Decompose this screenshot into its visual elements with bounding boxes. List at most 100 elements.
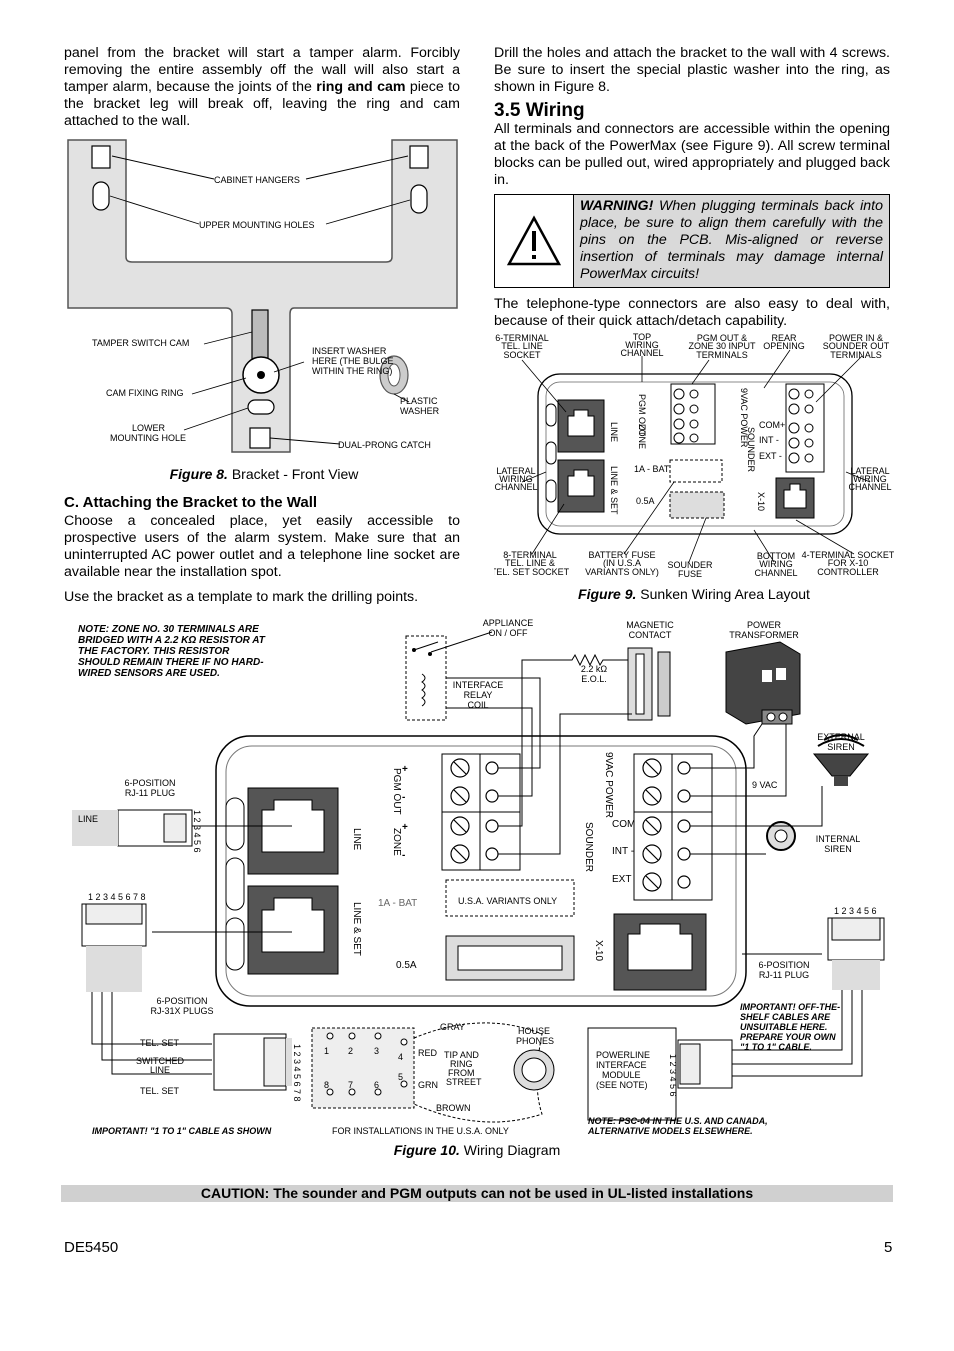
right-upper-hole-icon <box>410 184 428 214</box>
svg-text:8-TERMINAL: 8-TERMINAL <box>503 550 557 560</box>
zone-note: NOTE: ZONE NO. 30 TERMINALS ARE BRIDGED … <box>78 624 266 679</box>
label-plastic-washer: PLASTIC <box>400 396 438 406</box>
svg-text:TIP AND: TIP AND <box>444 1050 479 1060</box>
svg-text:STREET: STREET <box>446 1077 482 1087</box>
svg-text:NOTE: PSC-04 IN THE U.S. AND C: NOTE: PSC-04 IN THE U.S. AND CANADA, <box>588 1116 768 1126</box>
label-cam-ring: CAM FIXING RING <box>106 388 184 398</box>
svg-text:CHANNEL: CHANNEL <box>848 482 891 492</box>
lower-hole-icon <box>247 399 275 415</box>
external-siren-icon <box>812 734 870 786</box>
svg-text:EXTERNAL: EXTERNAL <box>817 732 865 742</box>
svg-text:X-10: X-10 <box>593 940 604 962</box>
left-hanger-icon <box>91 145 111 169</box>
label-tamper-cam: TAMPER SWITCH CAM <box>92 338 189 348</box>
left-column-top: panel from the bracket will start a tamp… <box>64 45 460 138</box>
svg-text:"1 TO 1" CABLE.: "1 TO 1" CABLE. <box>740 1042 812 1052</box>
rj31x-plug-bottom <box>213 1033 292 1091</box>
svg-text:(IN U.S.A: (IN U.S.A <box>603 558 641 568</box>
rj11-plug-bottom-right <box>677 1039 733 1089</box>
svg-text:POWERLINE: POWERLINE <box>596 1050 650 1060</box>
catch-icon <box>249 427 271 449</box>
svg-text:SOUNDER: SOUNDER <box>667 560 713 570</box>
svg-text:6-POSITION: 6-POSITION <box>124 778 175 788</box>
svg-text:LINE: LINE <box>351 828 362 851</box>
svg-text:MAGNETIC: MAGNETIC <box>626 620 674 630</box>
svg-text:2: 2 <box>348 1046 353 1056</box>
svg-text:9VAC POWER: 9VAC POWER <box>603 752 614 818</box>
svg-text:LINE: LINE <box>609 422 619 442</box>
svg-text:TEL. LINE &: TEL. LINE & <box>505 558 555 568</box>
svg-text:6: 6 <box>374 1080 379 1090</box>
svg-text:SHELF CABLES ARE: SHELF CABLES ARE <box>740 1012 831 1022</box>
svg-text:SOUNDER: SOUNDER <box>583 822 594 872</box>
svg-text:FROM: FROM <box>448 1068 475 1078</box>
svg-text:4-TERMINAL SOCKET: 4-TERMINAL SOCKET <box>802 550 894 560</box>
svg-text:BRIDGED WITH A 2.2 KΩ RESISTOR: BRIDGED WITH A 2.2 KΩ RESISTOR AT <box>78 635 266 646</box>
svg-text:CONTACT: CONTACT <box>629 630 672 640</box>
svg-text:SIREN: SIREN <box>824 844 852 854</box>
paragraph-template: Use the bracket as a template to mark th… <box>64 589 419 605</box>
svg-text:LINE: LINE <box>78 814 98 824</box>
svg-text:-: - <box>402 850 405 861</box>
svg-text:RELAY: RELAY <box>464 690 493 700</box>
svg-text:INT -: INT - <box>759 435 779 445</box>
svg-text:WIRING: WIRING <box>499 474 533 484</box>
svg-text:TOP: TOP <box>633 332 651 342</box>
svg-text:0.5A: 0.5A <box>396 960 417 971</box>
important-cable-note: IMPORTANT! "1 TO 1" CABLE AS SHOWN <box>92 1126 272 1136</box>
svg-text:LINE: LINE <box>150 1065 170 1075</box>
left-column-bottom: C. Attaching the Bracket to the Wall Cho… <box>64 494 460 614</box>
usa-block <box>311 1027 415 1109</box>
rj11-plug-left <box>72 809 193 847</box>
svg-text:RJ-11 PLUG: RJ-11 PLUG <box>759 970 809 980</box>
svg-text:EXT -: EXT - <box>612 874 637 885</box>
svg-text:LATERAL: LATERAL <box>496 466 535 476</box>
usa-variants-box <box>445 879 575 917</box>
svg-text:HOUSE: HOUSE <box>518 1026 550 1036</box>
svg-text:COM+: COM+ <box>612 819 641 830</box>
svg-text:MOUNTING HOLE: MOUNTING HOLE <box>110 433 186 443</box>
figure-8-bracket: CABINET HANGERS UPPER MOUNTING HOLES TAM… <box>64 132 464 462</box>
right-column: Drill the holes and attach the bracket t… <box>494 45 890 338</box>
svg-text:WIRING: WIRING <box>759 559 793 569</box>
bracket-outline <box>67 139 458 453</box>
svg-text:TEL. SET SOCKET: TEL. SET SOCKET <box>494 567 570 577</box>
svg-text:CONTROLLER: CONTROLLER <box>817 567 879 577</box>
svg-text:UNSUITABLE HERE.: UNSUITABLE HERE. <box>740 1022 827 1032</box>
svg-text:6-POSITION: 6-POSITION <box>758 960 809 970</box>
svg-text:FUSE: FUSE <box>678 569 702 579</box>
paragraph-terminals: All terminals and connectors are accessi… <box>494 121 890 188</box>
svg-text:APPLIANCE: APPLIANCE <box>483 618 534 628</box>
label-cabinet-hangers: CABINET HANGERS <box>214 175 300 185</box>
svg-text:1A - BAT: 1A - BAT <box>634 464 670 474</box>
svg-text:RING: RING <box>450 1059 473 1069</box>
svg-text:TERMINALS: TERMINALS <box>696 350 748 360</box>
svg-text:1A - BAT: 1A - BAT <box>378 898 417 909</box>
rj11-plug-right <box>827 917 885 990</box>
svg-text:1 2 3 4 5 6 7 8: 1 2 3 4 5 6 7 8 <box>292 1044 302 1102</box>
svg-text:1 2 3 4 5 6 7 8: 1 2 3 4 5 6 7 8 <box>88 892 146 902</box>
svg-text:LINE & SET: LINE & SET <box>351 902 362 956</box>
svg-text:PGM OUT: PGM OUT <box>637 394 647 437</box>
left-upper-hole-icon <box>92 181 110 211</box>
svg-text:CHANNEL: CHANNEL <box>754 568 797 578</box>
svg-text:TRANSFORMER: TRANSFORMER <box>729 630 799 640</box>
svg-text:SOUNDER OUT: SOUNDER OUT <box>823 341 890 351</box>
svg-text:8: 8 <box>324 1080 329 1090</box>
svg-text:INTERFACE: INTERFACE <box>596 1060 647 1070</box>
powerline-module <box>587 1027 677 1121</box>
label-dual-catch: DUAL-PRONG CATCH <box>338 440 431 450</box>
fig9-housing <box>537 373 853 535</box>
svg-text:INTERFACE: INTERFACE <box>453 680 504 690</box>
bracket-diagram: CABINET HANGERS UPPER MOUNTING HOLES TAM… <box>67 139 458 453</box>
svg-text:BATTERY FUSE: BATTERY FUSE <box>588 550 655 560</box>
svg-text:FOR INSTALLATIONS IN THE U.S.A: FOR INSTALLATIONS IN THE U.S.A. ONLY <box>332 1126 509 1136</box>
svg-text:9 VAC: 9 VAC <box>752 780 778 790</box>
power-transformer-icon <box>725 641 801 725</box>
svg-text:BOTTOM: BOTTOM <box>757 551 795 561</box>
svg-text:GRN: GRN <box>418 1080 438 1090</box>
svg-text:SHOULD REMAIN THERE IF NO HARD: SHOULD REMAIN THERE IF NO HARD- <box>78 657 264 668</box>
svg-text:COM+: COM+ <box>759 420 785 430</box>
svg-text:FOR X-10: FOR X-10 <box>828 558 869 568</box>
figure-10-caption: Figure 10. Wiring Diagram <box>393 1142 561 1158</box>
